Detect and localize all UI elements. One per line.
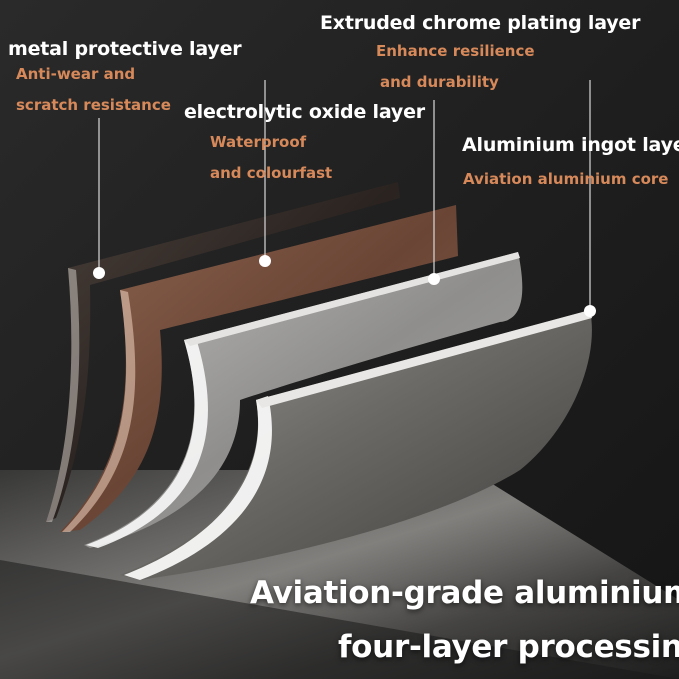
sheet-electrolytic-oxide: [60, 205, 458, 532]
layer-3-title: Extruded chrome plating layer: [320, 12, 641, 34]
layer-1-desc-line2: scratch resistance: [16, 96, 171, 114]
layer-1-desc-line1: Anti-wear and: [16, 65, 136, 83]
headline-line1: Aviation-grade aluminium,: [250, 575, 679, 611]
pointer-lines: [98, 80, 591, 308]
layer-3-desc-line2: and durability: [380, 73, 499, 91]
layer-4-title: Aluminium ingot laye: [462, 134, 679, 156]
layer-2-desc-line2: and colourfast: [210, 164, 333, 182]
sheet-metal-protective: [46, 182, 400, 522]
sheet-chrome-plating: [84, 252, 523, 548]
headline-line2: four-layer processing: [338, 629, 679, 665]
layer-4-desc-line1: Aviation aluminium core: [463, 170, 669, 188]
marker-dot: [93, 267, 105, 279]
marker-dot: [584, 305, 596, 317]
marker-dot: [428, 273, 440, 285]
layer-2-title: electrolytic oxide layer: [184, 101, 425, 123]
marker-dot: [259, 255, 271, 267]
layer-2-desc-line1: Waterproof: [210, 133, 307, 151]
layer-1-title: metal protective layer: [8, 38, 242, 60]
layer-3-desc-line1: Enhance resilience: [376, 42, 535, 60]
